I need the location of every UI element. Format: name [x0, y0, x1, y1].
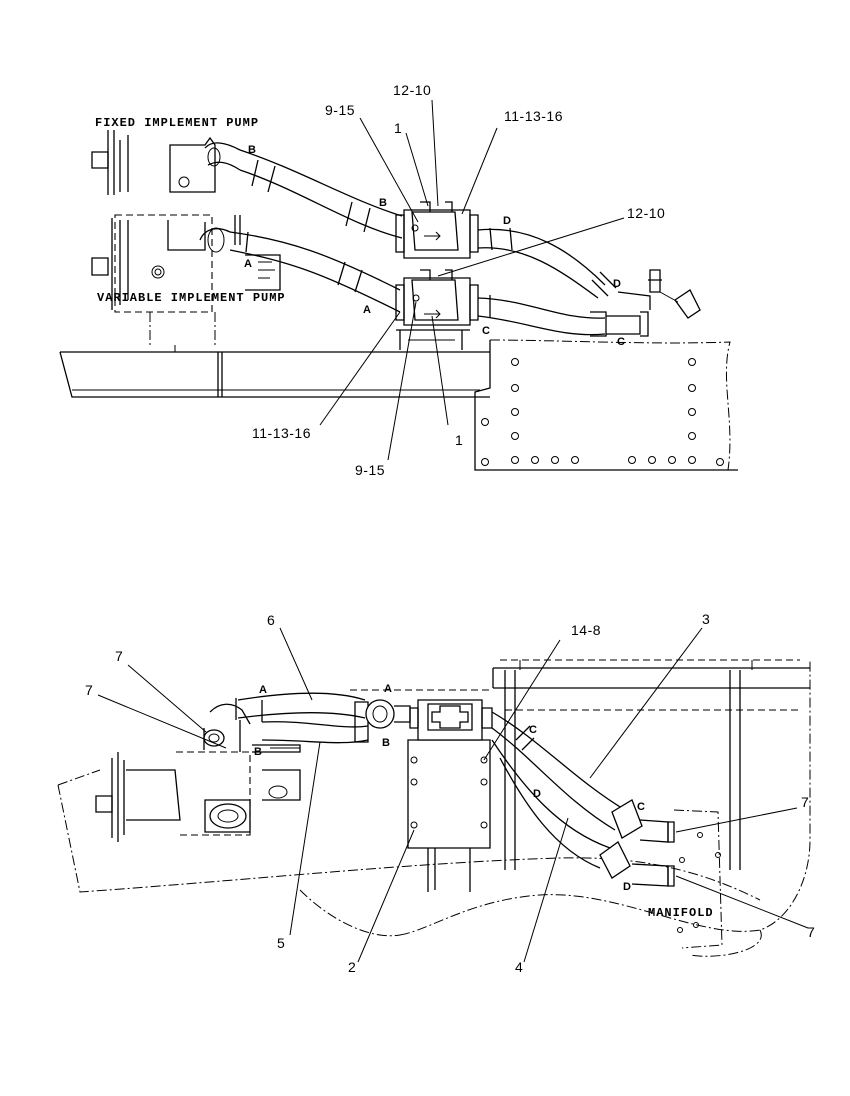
callout-12-10-right: 12-10	[627, 205, 665, 221]
lower-valve-block	[395, 269, 479, 350]
port-letter-b-pump: B	[254, 746, 262, 758]
port-letter-a-left: A	[259, 684, 267, 696]
callout-3: 3	[702, 611, 710, 627]
callout-9-15-bottom: 9-15	[355, 462, 385, 478]
port-letter-c-bottom: C	[617, 336, 625, 348]
bottom-view: MANIFOLD 6 7 7 14-8 3 7 7 5 2 4 A A B B …	[57, 611, 815, 975]
callout-7-left: 7	[85, 682, 93, 698]
callout-1-top: 1	[394, 120, 402, 136]
callout-14-8: 14-8	[571, 622, 601, 638]
manifold-caption: MANIFOLD	[648, 906, 714, 920]
variable-implement-pump-caption: VARIABLE IMPLEMENT PUMP	[97, 291, 286, 305]
callout-11-13-16-bottom: 11-13-16	[252, 425, 311, 441]
port-letter-a-hose: A	[363, 304, 371, 316]
callout-7-upper: 7	[115, 648, 123, 664]
callout-7-right-lower: 7	[807, 924, 815, 940]
callout-1-bottom: 1	[455, 432, 463, 448]
upper-valve-block	[395, 201, 479, 259]
top-right-hoses	[477, 227, 701, 337]
port-letter-b-hose: B	[379, 197, 387, 209]
port-letter-c-lower: C	[482, 325, 490, 337]
fixed-implement-pump-caption: FIXED IMPLEMENT PUMP	[95, 116, 259, 130]
pump-to-valve-hoses	[235, 692, 411, 749]
port-letter-d-right: D	[613, 278, 621, 290]
port-letter-d-upper: D	[503, 215, 511, 227]
top-manifold-plate	[474, 339, 738, 471]
bottom-manifold	[673, 809, 723, 949]
callout-11-13-16-top: 11-13-16	[504, 108, 563, 124]
top-leader-lines	[319, 99, 625, 461]
callout-5: 5	[277, 935, 285, 951]
callout-6: 6	[267, 612, 275, 628]
port-letter-b-pump: B	[248, 144, 256, 156]
callout-7-right-upper: 7	[801, 794, 809, 810]
port-letter-b-valve: B	[382, 737, 390, 749]
fixed-implement-pump	[91, 130, 241, 195]
top-view: FIXED IMPLEMENT PUMP VARIABLE IMPLEMENT …	[59, 82, 738, 478]
valve-block-bottom	[407, 699, 493, 892]
variable-implement-pump	[91, 214, 281, 345]
port-letter-a-pump: A	[244, 258, 252, 270]
callout-12-10-top: 12-10	[393, 82, 431, 98]
callout-2: 2	[348, 959, 356, 975]
port-letter-d-manifold: D	[623, 881, 631, 893]
top-hoses	[207, 149, 403, 313]
port-letter-d-valve: D	[533, 788, 541, 800]
bottom-leader-lines	[97, 627, 809, 963]
callout-4: 4	[515, 959, 523, 975]
port-letter-c-valve: C	[529, 724, 537, 736]
port-letter-c-manifold: C	[637, 801, 645, 813]
machine-outline	[57, 660, 811, 957]
port-letter-a-frame: A	[384, 683, 392, 695]
pump-assembly	[95, 703, 301, 842]
frame-rail	[59, 345, 490, 398]
callout-9-15-top: 9-15	[325, 102, 355, 118]
main-frame	[350, 659, 810, 870]
